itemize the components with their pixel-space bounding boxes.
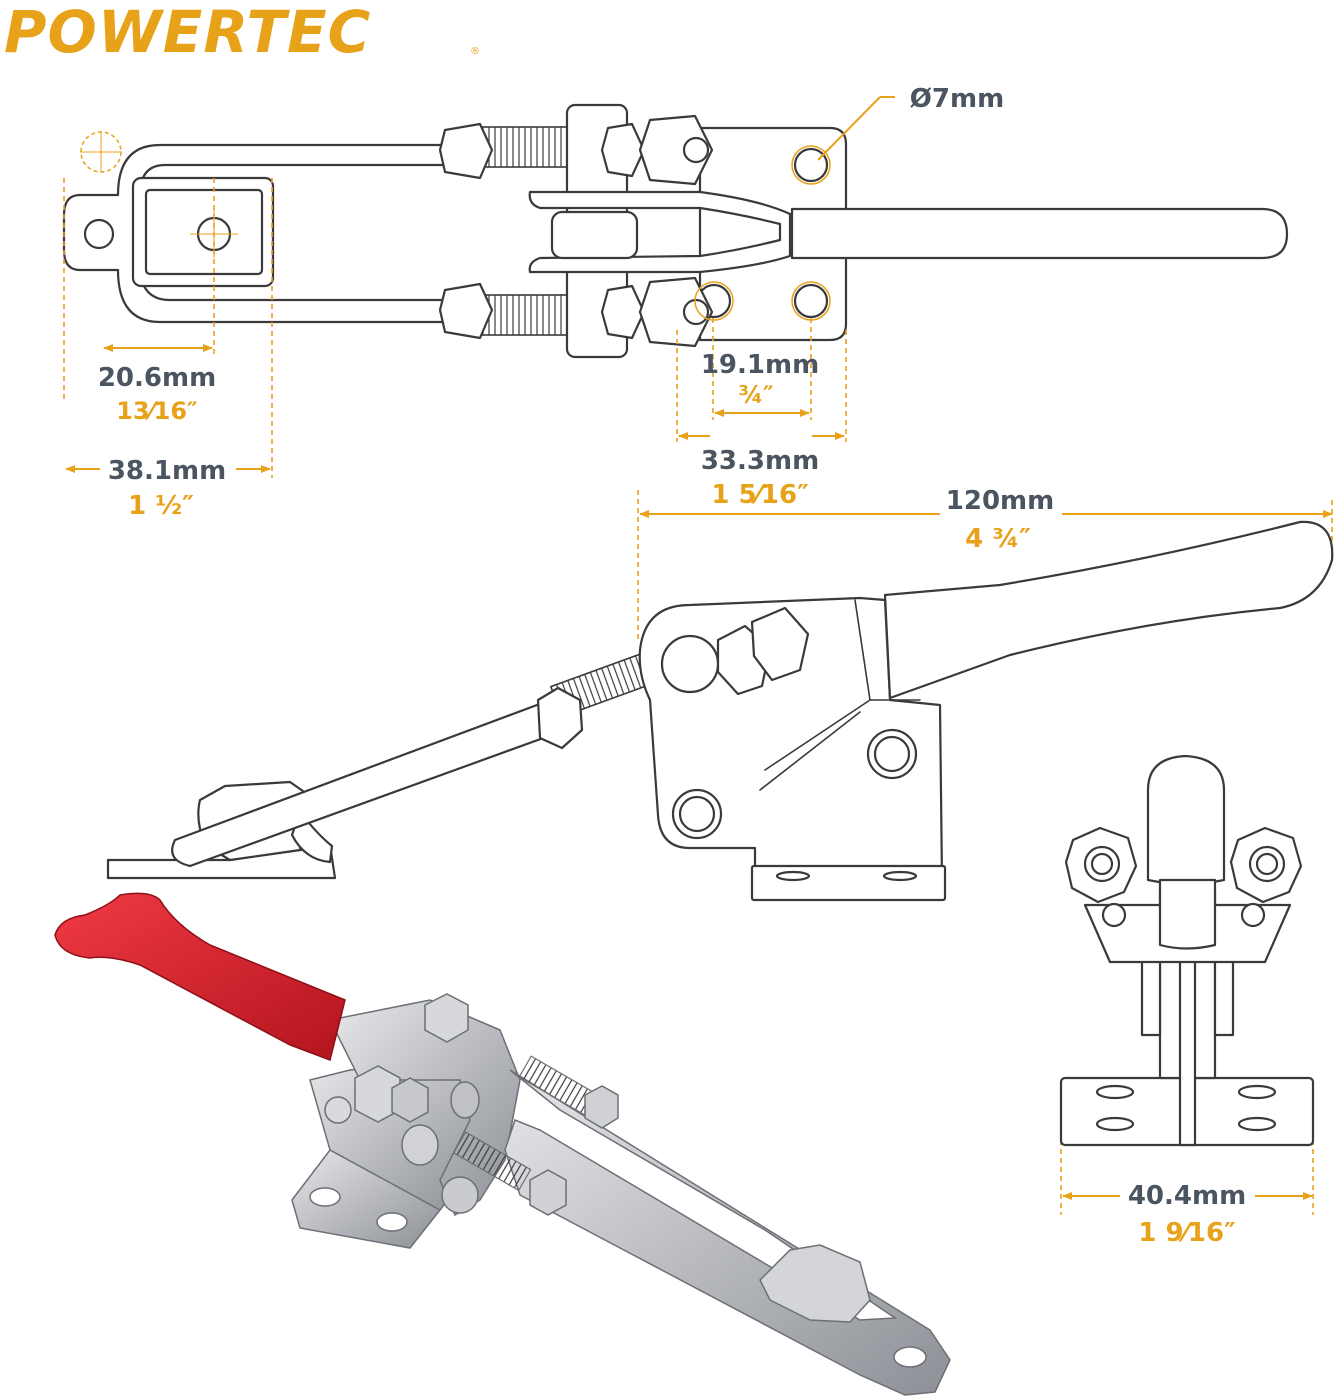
registered-mark: ® [470, 46, 480, 57]
hole-diameter-label: Ø7mm [910, 84, 1004, 114]
brand-logo: POWERTEC ® [4, 0, 480, 66]
base-width-imperial: 1 5⁄16″ [711, 480, 808, 510]
base-depth-imperial: 1 9⁄16″ [1138, 1218, 1235, 1248]
pin-offset-metric: 20.6mm [98, 363, 216, 393]
front-view-drawing [1059, 754, 1315, 1147]
pin-offset-imperial: 13⁄16″ [116, 397, 198, 425]
base-depth-metric: 40.4mm [1128, 1181, 1246, 1211]
slot-width-metric: 38.1mm [108, 456, 226, 486]
overall-length-metric: 120mm [946, 486, 1054, 516]
hole-spacing-imperial: ¾″ [738, 381, 774, 409]
logo-text: POWERTEC [4, 0, 371, 66]
slot-width-imperial: 1 ½″ [128, 491, 194, 521]
base-width-metric: 33.3mm [701, 446, 819, 476]
dimension-labels: Ø7mm 20.6mm 13⁄16″ 38.1mm 1 ½″ 19.1mm ¾″… [98, 84, 1246, 1248]
clamp-3d-render [54, 892, 951, 1396]
overall-length-imperial: 4 ¾″ [965, 524, 1031, 554]
hole-spacing-metric: 19.1mm [701, 350, 819, 380]
side-view-drawing [106, 520, 1334, 902]
top-view-drawing [62, 96, 1289, 478]
